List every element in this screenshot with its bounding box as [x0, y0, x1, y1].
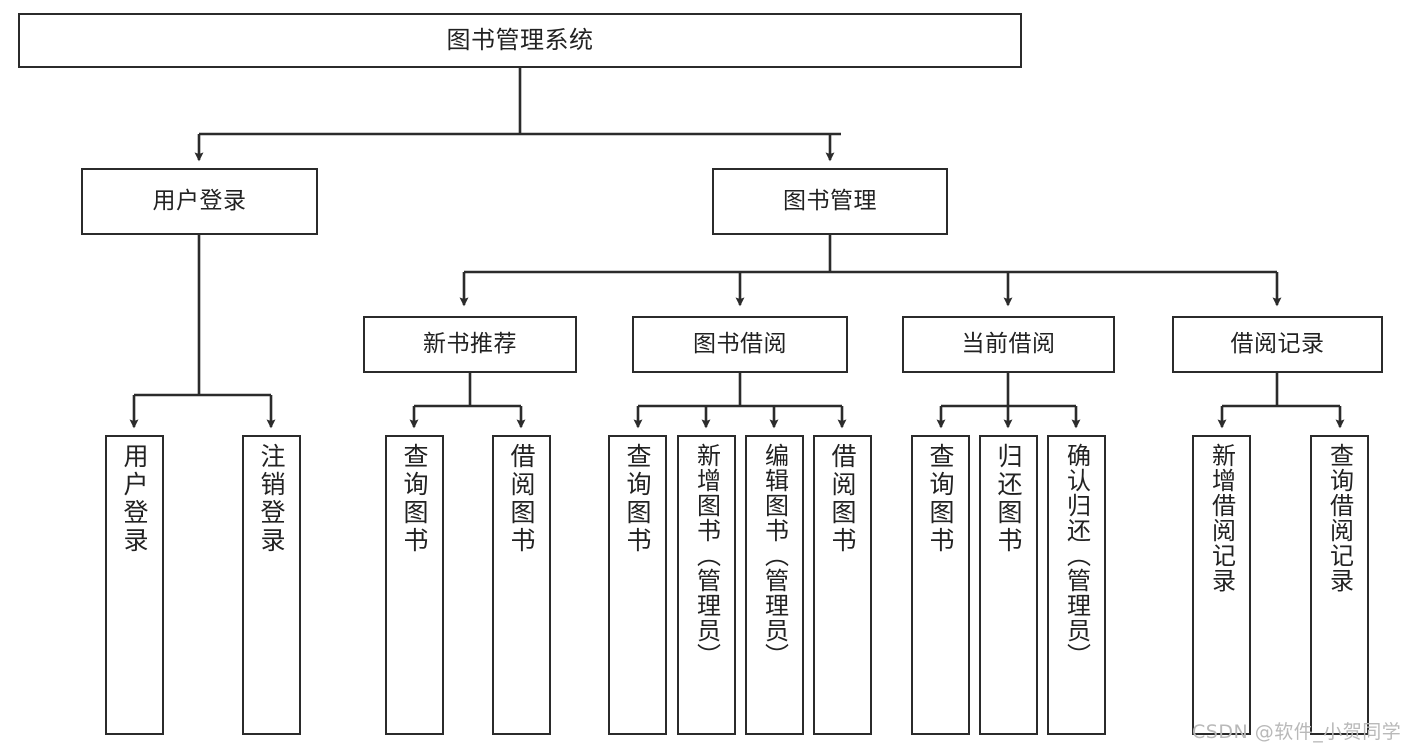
node-label: 归还图书	[994, 443, 1023, 555]
leaf-query-borrow-record[interactable]: 查询借阅记录	[1310, 435, 1369, 735]
leaf-edit-book[interactable]: 编辑图书（管理员）	[745, 435, 804, 735]
node-label: 借阅图书	[828, 443, 857, 555]
node-label: 确认归还（管理员）	[1062, 443, 1091, 668]
node-current-borrow[interactable]: 当前借阅	[902, 316, 1115, 373]
node-label: 图书管理	[783, 187, 877, 214]
leaf-user-login[interactable]: 用户登录	[105, 435, 164, 735]
node-user-login[interactable]: 用户登录	[81, 168, 318, 235]
leaf-add-book[interactable]: 新增图书（管理员）	[677, 435, 736, 735]
node-label: 当前借阅	[961, 330, 1056, 357]
node-label: 用户登录	[152, 187, 247, 214]
leaf-add-borrow-record[interactable]: 新增借阅记录	[1192, 435, 1251, 735]
node-label: 新增借阅记录	[1207, 443, 1236, 593]
node-label: 用户登录	[120, 443, 149, 555]
leaf-query-book-current[interactable]: 查询图书	[911, 435, 970, 735]
node-new-book-recommend[interactable]: 新书推荐	[363, 316, 577, 373]
node-root-system[interactable]: 图书管理系统	[18, 13, 1022, 68]
leaf-query-book-borrow[interactable]: 查询图书	[608, 435, 667, 735]
node-label: 借阅图书	[507, 443, 536, 555]
node-label: 图书管理系统	[446, 26, 594, 55]
node-borrow-record[interactable]: 借阅记录	[1172, 316, 1383, 373]
leaf-logout-login[interactable]: 注销登录	[242, 435, 301, 735]
node-label: 查询图书	[926, 443, 955, 555]
leaf-query-book-recommend[interactable]: 查询图书	[385, 435, 444, 735]
csdn-watermark: CSDN @软件_小贺同学	[1192, 721, 1402, 743]
leaf-confirm-return[interactable]: 确认归还（管理员）	[1047, 435, 1106, 735]
node-label: 新增图书（管理员）	[692, 443, 721, 668]
leaf-borrow-book-borrow[interactable]: 借阅图书	[813, 435, 872, 735]
node-label: 查询图书	[400, 443, 429, 555]
node-label: 查询图书	[623, 443, 652, 555]
node-book-management[interactable]: 图书管理	[712, 168, 948, 235]
node-label: 注销登录	[257, 443, 286, 555]
node-book-borrow[interactable]: 图书借阅	[632, 316, 848, 373]
node-label: 图书借阅	[693, 330, 787, 357]
node-label: 新书推荐	[423, 330, 517, 357]
leaf-borrow-book-recommend[interactable]: 借阅图书	[492, 435, 551, 735]
node-label: 查询借阅记录	[1325, 443, 1354, 593]
node-label: 编辑图书（管理员）	[760, 443, 789, 668]
node-label: 借阅记录	[1230, 330, 1325, 357]
leaf-return-book[interactable]: 归还图书	[979, 435, 1038, 735]
